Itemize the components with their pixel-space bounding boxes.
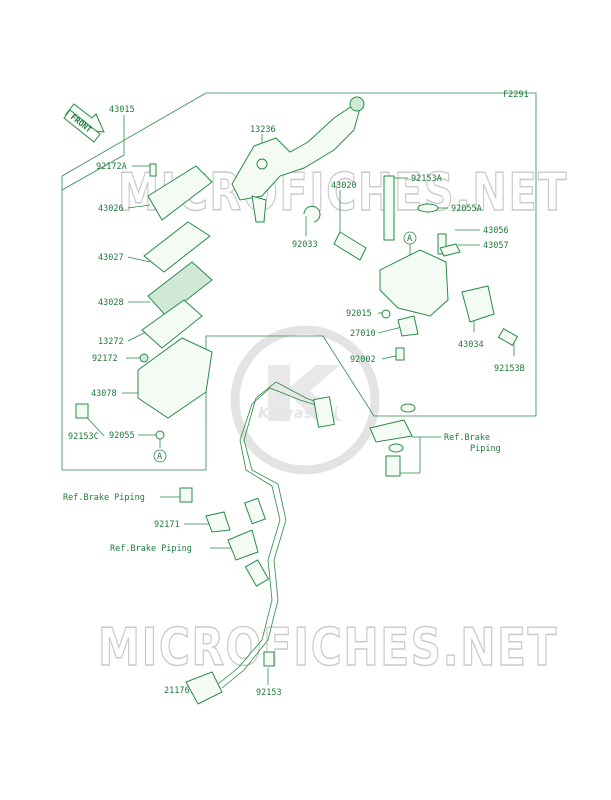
part-92015: 92015 [346, 309, 372, 319]
part-92172A: 92172A [96, 162, 127, 172]
part-92153B: 92153B [494, 364, 525, 374]
front-arrow-icon: FRONT [63, 103, 105, 143]
part-43015: 43015 [109, 105, 135, 115]
part-43020: 43020 [331, 181, 357, 191]
part-21176: 21176 [164, 686, 190, 696]
callout-a-upper: A [403, 231, 417, 245]
callout-a-upper-text: A [407, 234, 412, 244]
diaphragm [147, 261, 213, 317]
callout-a-lower: A [153, 449, 167, 463]
part-92153: 92153 [256, 688, 282, 698]
master-cylinder [303, 175, 519, 361]
reservoir-stack [75, 163, 213, 440]
part-43056: 43056 [483, 226, 509, 236]
part-43027: 43027 [98, 253, 124, 263]
part-43034: 43034 [458, 340, 484, 350]
watermark-bottom: MICROFICHES.NET [98, 618, 558, 678]
part-92153A: 92153A [411, 174, 442, 184]
cap-plate [143, 221, 211, 273]
diaphragm-plate [141, 299, 203, 349]
ref-brake-piping-right-line2: Piping [470, 444, 501, 454]
part-43028: 43028 [98, 298, 124, 308]
ref-brake-piping-left-bottom: Ref.Brake Piping [110, 544, 192, 554]
brake-lever [231, 96, 365, 223]
part-43026: 43026 [98, 204, 124, 214]
part-43078: 43078 [91, 389, 117, 399]
part-27010: 27010 [350, 329, 376, 339]
part-13236: 13236 [250, 125, 276, 135]
reservoir-cap [147, 165, 213, 221]
brake-piping [179, 381, 416, 705]
part-92153C: 92153C [68, 432, 99, 442]
ref-brake-piping-left-top: Ref.Brake Piping [63, 493, 145, 503]
ref-brake-piping-right-line1: Ref.Brake [444, 433, 490, 443]
part-13272: 13272 [98, 337, 124, 347]
reservoir-body [137, 337, 213, 419]
part-92055A: 92055A [451, 204, 482, 214]
diagram-code: F2291 [503, 90, 529, 100]
part-92172: 92172 [92, 354, 118, 364]
part-92055: 92055 [109, 431, 135, 441]
callout-a-lower-text: A [157, 452, 162, 462]
part-92002: 92002 [350, 355, 376, 365]
assembly-frame [61, 92, 537, 471]
part-43057: 43057 [483, 241, 509, 251]
part-92033: 92033 [292, 240, 318, 250]
part-92171: 92171 [154, 520, 180, 530]
